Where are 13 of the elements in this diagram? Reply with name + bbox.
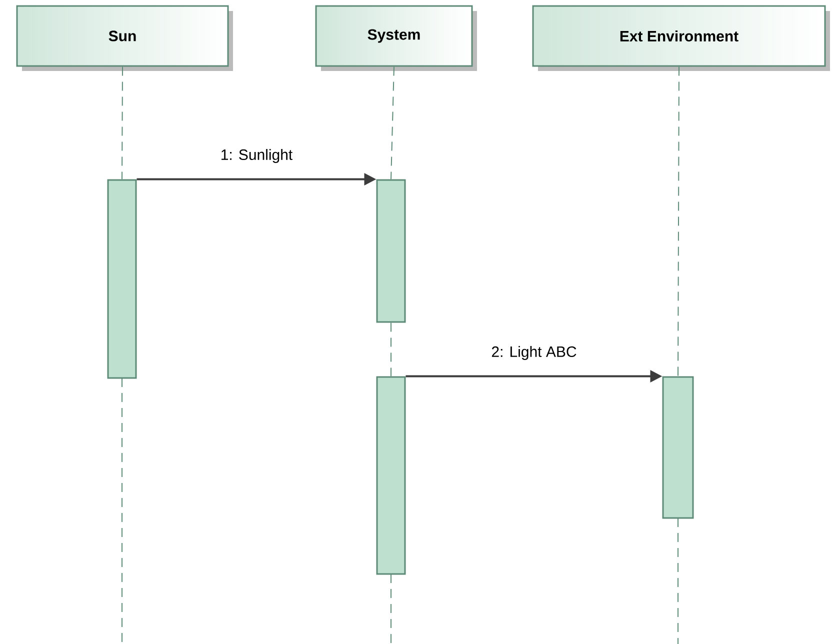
activation-bar [376, 376, 406, 575]
lifeline [390, 322, 392, 377]
activation-bar [376, 179, 406, 323]
lifeline [122, 66, 123, 180]
lifeline-header: Ext Environment [532, 5, 830, 71]
activation-bar [662, 376, 694, 519]
lifeline-header: System [315, 5, 477, 71]
edge-label: 1: Sunlight [222, 149, 293, 163]
lifeline-header: Sun [16, 5, 233, 71]
activation-bar [107, 179, 137, 379]
lifeline [390, 66, 394, 180]
edge-label: 2: Light ABC [492, 346, 576, 360]
lifeline [678, 66, 680, 377]
